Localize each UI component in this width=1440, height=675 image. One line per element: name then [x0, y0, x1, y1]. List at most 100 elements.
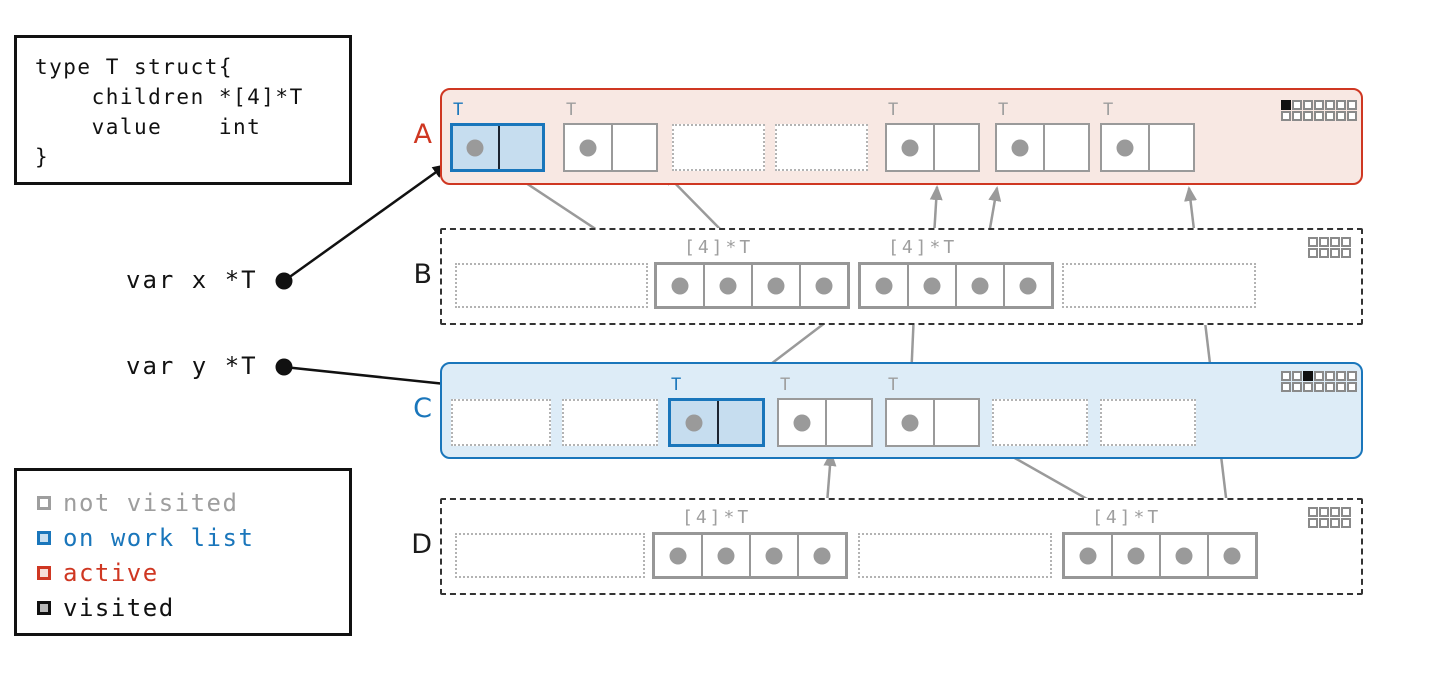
array-cell-4T-D2 [652, 532, 848, 579]
bitmap-bit [1292, 111, 1302, 121]
bitmap-bit [1347, 111, 1357, 121]
type-tag-T: T [1103, 100, 1114, 120]
cell-divider [716, 401, 719, 444]
free-slot [992, 399, 1088, 446]
array-element [749, 535, 797, 576]
pointer-dot [923, 277, 941, 294]
bitmap-bit [1314, 111, 1324, 121]
array-element [1207, 535, 1255, 576]
bitmap-bit [1308, 237, 1318, 247]
mark-bitmap-icon-B [1308, 237, 1351, 258]
object-cell-T-C3 [668, 398, 765, 447]
bitmap-bit [1330, 248, 1340, 258]
array-element [861, 265, 907, 306]
bitmap-bit [1281, 371, 1291, 381]
legend-item-label: active [63, 558, 159, 587]
bitmap-bit [1292, 382, 1302, 392]
bitmap-bit [1341, 237, 1351, 247]
pointer-dot [971, 277, 989, 294]
cell-divider [825, 400, 827, 445]
free-slot [775, 124, 868, 171]
legend-swatch-icon [37, 600, 51, 615]
pointer-dot [765, 547, 783, 564]
bitmap-bit [1336, 382, 1346, 392]
bitmap-bit [1347, 382, 1357, 392]
pointer-dot [815, 277, 833, 294]
pointer-dot [1019, 277, 1037, 294]
bitmap-bit [1330, 518, 1340, 528]
pointer-dot [1011, 139, 1029, 156]
legend-item: not visited [17, 485, 349, 520]
bitmap-bit [1336, 111, 1346, 121]
object-cell-T-C5 [885, 398, 980, 447]
region-label-B: B [413, 258, 432, 290]
pointer-dot [717, 547, 735, 564]
array-element [955, 265, 1003, 306]
legend: not visited on work list active visited [14, 468, 352, 636]
pointer-dot [466, 139, 484, 156]
type-tag-T: T [888, 375, 899, 395]
legend-item-label: on work list [63, 523, 255, 552]
type-tag-T: T [453, 100, 464, 120]
bitmap-bit [1325, 371, 1335, 381]
bitmap-bit [1336, 100, 1346, 110]
bitmap-bit [1319, 507, 1329, 517]
bitmap-bit [1303, 100, 1313, 110]
struct-definition-code: type T struct{ children *[4]*T value int… [35, 55, 304, 169]
type-tag-T: T [780, 375, 791, 395]
bitmap-bit [1330, 507, 1340, 517]
bitmap-bit [1303, 111, 1313, 121]
pointer-dot [1175, 547, 1193, 564]
legend-swatch-icon [37, 565, 51, 580]
object-cell-T-A5 [885, 123, 980, 172]
array-element [799, 265, 847, 306]
bitmap-bit [1347, 371, 1357, 381]
object-cell-T-A1 [450, 123, 545, 172]
bitmap-bit [1292, 371, 1302, 381]
bitmap-bit [1341, 518, 1351, 528]
mark-bitmap-icon-D [1308, 507, 1351, 528]
object-cell-T-A6 [995, 123, 1090, 172]
array-element [797, 535, 845, 576]
free-slot [672, 124, 765, 171]
free-slot [562, 399, 658, 446]
free-slot [455, 533, 645, 578]
array-element [1065, 535, 1111, 576]
type-tag-4T: [4]*T [684, 237, 754, 258]
pointer-dot [1079, 547, 1097, 564]
free-slot [1062, 263, 1256, 308]
stack-var-label-y: var y *T [126, 352, 258, 380]
mark-bitmap-icon-C [1281, 371, 1357, 392]
type-tag-T: T [566, 100, 577, 120]
pointer-dot [719, 277, 737, 294]
pointer-dot [1116, 139, 1134, 156]
legend-item: on work list [17, 520, 349, 555]
bitmap-bit [1319, 518, 1329, 528]
bitmap-bit [1347, 100, 1357, 110]
array-element [701, 535, 749, 576]
bitmap-bit [1308, 518, 1318, 528]
array-element [751, 265, 799, 306]
bitmap-bit [1314, 382, 1324, 392]
array-element [1003, 265, 1051, 306]
bitmap-bit [1341, 507, 1351, 517]
cell-divider [932, 125, 935, 170]
array-cell-4T-B3 [858, 262, 1054, 309]
pointer-dot [671, 277, 689, 294]
bitmap-bit [1341, 248, 1351, 258]
bitmap-bit [1281, 100, 1291, 110]
bitmap-bit [1319, 248, 1329, 258]
legend-item: active [17, 555, 349, 590]
bitmap-bit [1325, 100, 1335, 110]
type-tag-4T: [4]*T [1092, 507, 1162, 528]
stack-var-dot-y [275, 358, 293, 376]
pointer-dot [901, 414, 919, 431]
free-slot [451, 399, 551, 446]
pointer-dot [813, 547, 831, 564]
struct-definition-box: type T struct{ children *[4]*T value int… [14, 35, 352, 185]
legend-item: visited [17, 590, 349, 625]
pointer-dot [579, 139, 597, 156]
bitmap-bit [1308, 507, 1318, 517]
cell-divider [497, 126, 500, 169]
